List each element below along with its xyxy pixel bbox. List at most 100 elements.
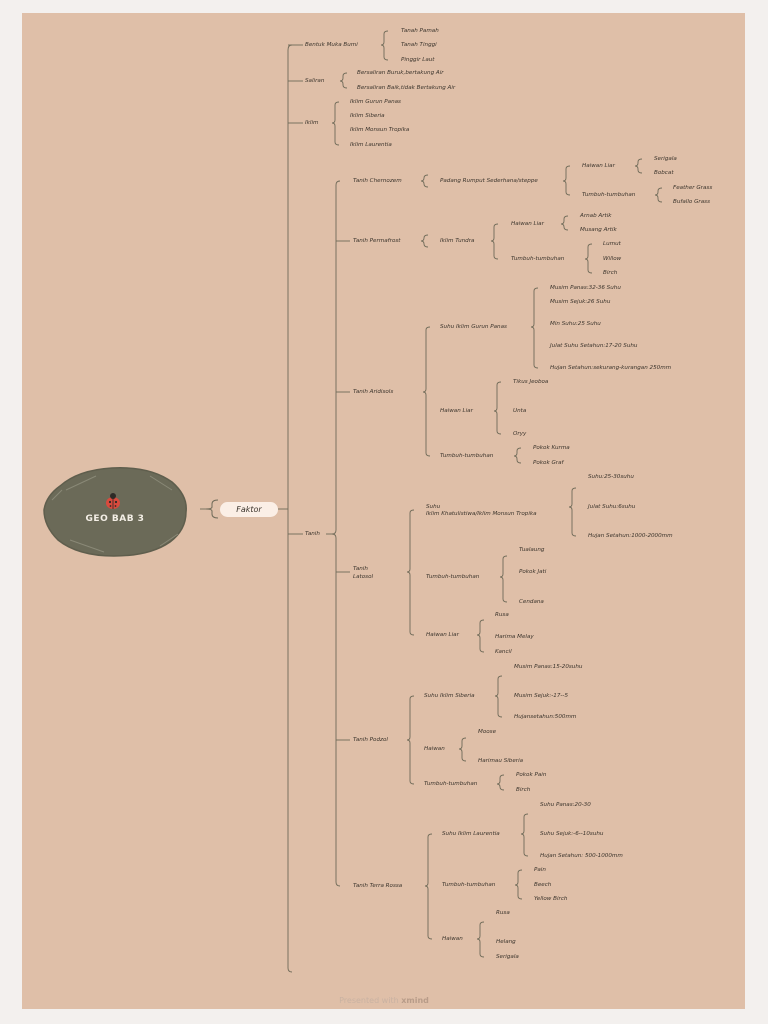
topic-ar-s2[interactable]: Musim Sejuk:26 Suhu: [550, 299, 611, 305]
topic-tanih[interactable]: Tanih: [305, 531, 320, 537]
topic-bentuk[interactable]: Bentuk Muka Bumi: [305, 42, 358, 48]
topic-arnab[interactable]: Arnab Artik: [580, 213, 612, 219]
topic-te-s3[interactable]: Hujan Setahun: 500-1000mm: [540, 853, 623, 859]
topic-ar-s5[interactable]: Hujan Setahun:sekurang-kurangan 250mm: [550, 365, 672, 371]
xmind-brand: xmind: [401, 996, 429, 1005]
topic-padang[interactable]: Padang Rumput Sederhana/steppe: [440, 178, 538, 184]
topic-unta[interactable]: Unta: [513, 408, 527, 414]
topic-iklim-3[interactable]: Iklim Monsun Tropika: [350, 127, 410, 133]
topic-kancil[interactable]: Kancil: [495, 649, 512, 655]
topic-jati[interactable]: Pokok Jati: [519, 569, 547, 575]
topic-birch1[interactable]: Birch: [603, 270, 618, 276]
topic-aridisols[interactable]: Tanih Aridisols: [353, 389, 394, 395]
topic-pain2[interactable]: Pain: [534, 867, 546, 873]
topic-feather[interactable]: Feather Grass: [673, 185, 713, 191]
topic-harimau2[interactable]: Harimau Siberia: [478, 758, 524, 764]
topic-graf[interactable]: Pokok Graf: [533, 460, 564, 466]
topic-ar-s4[interactable]: Julat Suhu Setahun:17-20 Suhu: [550, 343, 638, 349]
topic-ar-haiwan[interactable]: Haiwan Liar: [440, 408, 473, 414]
topic-yellowbirch[interactable]: Yellow Birch: [534, 896, 568, 902]
topic-tikus[interactable]: Tikus Jeoboa: [513, 379, 549, 385]
faktor-topic[interactable]: Faktor: [220, 502, 278, 517]
connector-25: [422, 326, 431, 457]
root-blob: [43, 467, 187, 557]
topic-te-suhu[interactable]: Suhu Iklim Laurentia: [442, 831, 500, 837]
topic-harimau1[interactable]: Harima Melay: [495, 634, 534, 640]
topic-tanah-tinggi[interactable]: Tanah Tinggi: [401, 42, 437, 48]
topic-te-tumbuh[interactable]: Tumbuh-tumbuhan: [442, 882, 496, 888]
topic-helang[interactable]: Helang: [496, 939, 516, 945]
topic-po-tumbuh[interactable]: Tumbuh-tumbuhan: [424, 781, 478, 787]
topic-ch-haiwan[interactable]: Haiwan Liar: [582, 163, 615, 169]
topic-pinggir-laut[interactable]: Pinggir Laut: [401, 57, 435, 63]
connector-33: [406, 695, 415, 785]
topic-rusa2[interactable]: Rusa: [496, 910, 510, 916]
topic-la-suhu-2[interactable]: Iklim Khatulistiwa/Iklim Monsun Tropika: [426, 511, 537, 517]
connector-1: [287, 44, 293, 973]
topic-po-haiwan[interactable]: Haiwan: [424, 746, 445, 752]
topic-saliran-2[interactable]: Bersaliran Baik,tidak Bertakung Air: [357, 85, 456, 91]
connector-26: [530, 287, 539, 369]
topic-iklim-4[interactable]: Iklim Laurentia: [350, 142, 392, 148]
topic-rusa1[interactable]: Rusa: [495, 612, 509, 618]
topic-lumut[interactable]: Lumut: [603, 241, 621, 247]
topic-tualang[interactable]: Tualaung: [519, 547, 545, 553]
topic-iklim-1[interactable]: Iklim Gurun Panas: [350, 99, 401, 105]
connector-29: [406, 509, 415, 636]
topic-pf-tumbuh[interactable]: Tumbuh-tumbuhan: [511, 256, 565, 262]
connector-28: [513, 447, 522, 464]
topic-tanah-pamah[interactable]: Tanah Pamah: [401, 28, 439, 34]
topic-chernozem[interactable]: Tanih Chernozem: [353, 178, 402, 184]
topic-latosol-2[interactable]: Latosol: [353, 574, 374, 580]
topic-ar-suhu[interactable]: Suhu Iklim Gurun Panas: [440, 324, 507, 330]
topic-serigala1[interactable]: Serigala: [654, 156, 677, 162]
topic-terra[interactable]: Tanih Terra Rossa: [353, 883, 403, 889]
topic-te-s1[interactable]: Suhu Panas:20-30: [540, 802, 591, 808]
topic-po-s3[interactable]: Hujansetahun:500mm: [514, 714, 577, 720]
topic-iklim[interactable]: Iklim: [305, 120, 319, 126]
topic-po-s2[interactable]: Musim Sejuk:-17--5: [514, 693, 569, 699]
topic-po-s1[interactable]: Musim Panas:15-20suhu: [514, 664, 583, 670]
topic-permafrost[interactable]: Tanih Permafrost: [353, 238, 401, 244]
topic-pain1[interactable]: Pokok Pain: [516, 772, 547, 778]
topic-bufallo[interactable]: Bufallo Grass: [673, 199, 710, 205]
topic-bobcat[interactable]: Bobcat: [654, 170, 674, 176]
topic-la-haiwan[interactable]: Haiwan Liar: [426, 632, 459, 638]
topic-la-s1[interactable]: Suhu:25-30suhu: [588, 474, 634, 480]
connector-39: [514, 869, 523, 900]
topic-moose[interactable]: Moose: [478, 729, 497, 735]
topic-la-tumbuh[interactable]: Tumbuh-tumbuhan: [426, 574, 480, 580]
topic-latosol-1[interactable]: Tanih: [353, 566, 368, 572]
topic-ch-tumbuh[interactable]: Tumbuh-tumbuhan: [582, 192, 636, 198]
topic-oryy[interactable]: Oryy: [513, 431, 527, 437]
connector-10: [331, 101, 340, 146]
topic-podzol[interactable]: Tanih Podzol: [353, 737, 388, 743]
topic-cendana[interactable]: Cendana: [519, 599, 544, 605]
footer: Presented with xmind: [0, 996, 768, 1005]
topic-pf-haiwan[interactable]: Haiwan Liar: [511, 221, 544, 227]
topic-beech[interactable]: Beech: [534, 882, 552, 888]
connector-20: [654, 187, 663, 203]
topic-kurma[interactable]: Pokok Kurma: [533, 445, 570, 451]
topic-willow[interactable]: Willow: [603, 256, 622, 262]
connector-8: [380, 30, 389, 61]
topic-po-suhu[interactable]: Suhu Iklim Siberia: [424, 693, 475, 699]
topic-ar-s1[interactable]: Musim Panas:32-36 Suhu: [550, 285, 621, 291]
topic-te-s2[interactable]: Suhu Sejuk:-6--10suhu: [540, 831, 604, 837]
topic-tundra[interactable]: Iklim Tundra: [440, 238, 475, 244]
topic-la-s3[interactable]: Hujan Setahun:1000-2000mm: [588, 533, 673, 539]
topic-saliran-1[interactable]: Bersaliran Buruk,bertakung Air: [357, 70, 444, 76]
topic-ar-tumbuh[interactable]: Tumbuh-tumbuhan: [440, 453, 494, 459]
connector-18: [562, 165, 571, 196]
topic-iklim-2[interactable]: Iklim Siberia: [350, 113, 385, 119]
topic-saliran[interactable]: Saliran: [305, 78, 325, 84]
topic-ar-s3[interactable]: Min Suhu:25 Suhu: [550, 321, 601, 327]
topic-la-suhu-1[interactable]: Suhu: [426, 504, 441, 510]
topic-musang[interactable]: Musang Artik: [580, 227, 617, 233]
connector-21: [420, 234, 429, 248]
topic-serigala2[interactable]: Serigala: [496, 954, 519, 960]
topic-la-s2[interactable]: Julat Suhu:6suhu: [588, 504, 636, 510]
footer-prefix: Presented with: [339, 996, 402, 1005]
topic-te-haiwan[interactable]: Haiwan: [442, 936, 463, 942]
topic-birch2[interactable]: Birch: [516, 787, 531, 793]
